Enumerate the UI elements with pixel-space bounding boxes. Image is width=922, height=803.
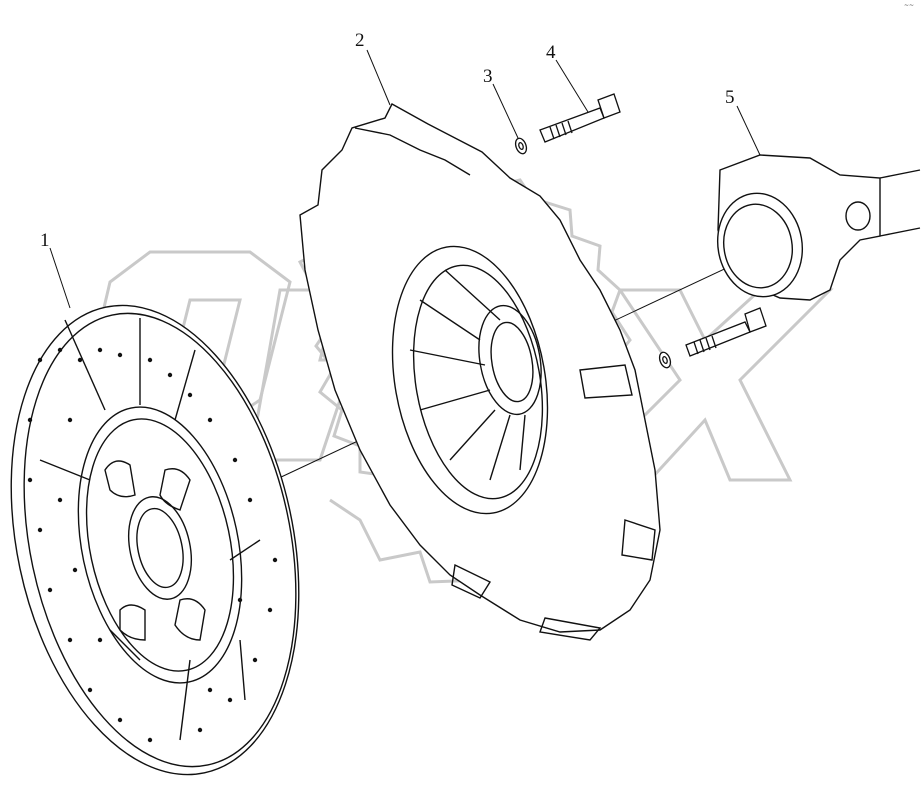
leader-line-5 [736, 105, 761, 156]
callout-1: 1 [40, 230, 50, 251]
leader-line-3 [492, 83, 519, 139]
leader-lines [49, 49, 761, 309]
leader-line-1 [49, 247, 71, 309]
leader-line-2 [366, 49, 391, 106]
callout-5: 5 [725, 87, 735, 108]
release-bearing [716, 154, 921, 301]
callout-2: 2 [355, 30, 365, 51]
callout-3: 3 [483, 66, 493, 87]
pressure-plate [299, 103, 661, 641]
leader-line-4 [555, 59, 589, 113]
washer [514, 137, 672, 369]
callout-4: 4 [546, 42, 556, 63]
clutch-disc [10, 304, 300, 776]
bolt [539, 93, 767, 357]
corner-mark: ~~ [903, 2, 914, 9]
